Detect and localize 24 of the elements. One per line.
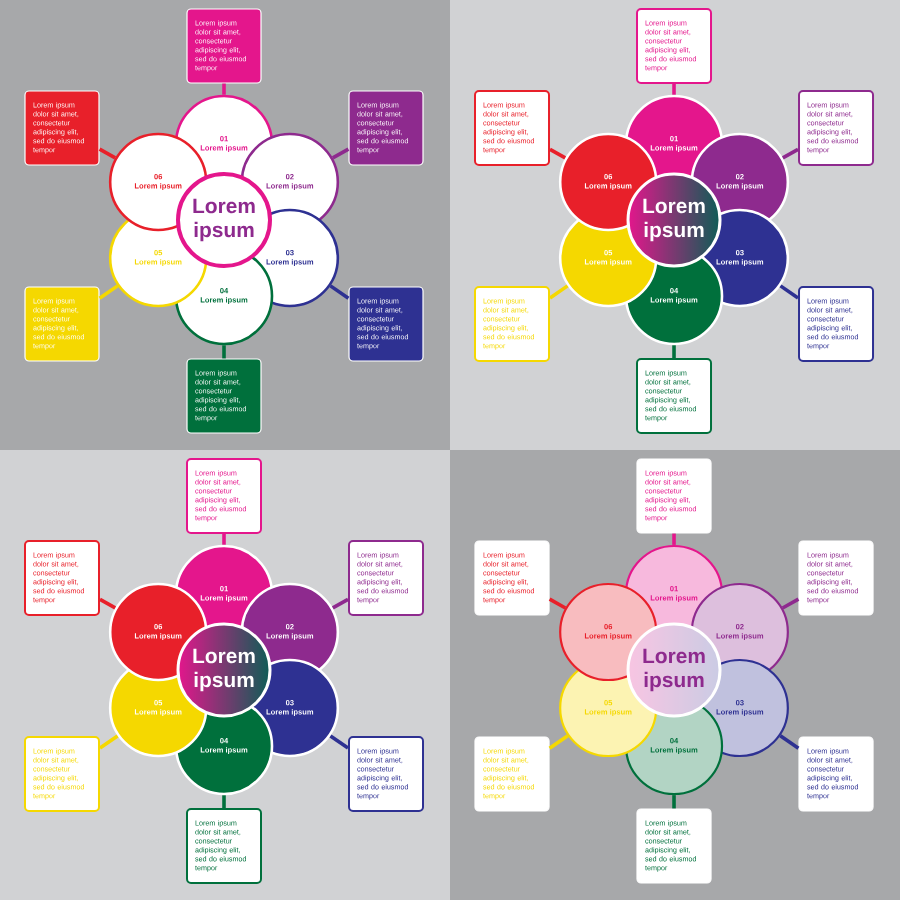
connector-line bbox=[98, 284, 119, 300]
connector-line bbox=[549, 147, 567, 160]
connector-line bbox=[781, 147, 799, 160]
connector-line bbox=[222, 83, 226, 95]
connector-line bbox=[548, 734, 569, 750]
connector-line bbox=[781, 597, 800, 610]
connector-line bbox=[672, 345, 676, 358]
connector-line bbox=[222, 795, 226, 808]
connector-line bbox=[331, 597, 349, 610]
connector-line bbox=[99, 597, 117, 610]
connector-line bbox=[331, 147, 350, 160]
connector-line bbox=[99, 734, 119, 750]
connector-line bbox=[222, 345, 226, 359]
connector-line bbox=[672, 84, 676, 95]
connector-line bbox=[672, 533, 676, 545]
connector-line bbox=[222, 534, 226, 545]
connector-line bbox=[549, 284, 569, 300]
connector-line bbox=[548, 597, 567, 610]
connector-line bbox=[779, 284, 800, 300]
connector-line bbox=[779, 734, 800, 750]
connector-line bbox=[98, 147, 117, 160]
connector-line bbox=[329, 734, 350, 750]
connector-line bbox=[329, 284, 350, 300]
connector-line bbox=[672, 795, 676, 809]
